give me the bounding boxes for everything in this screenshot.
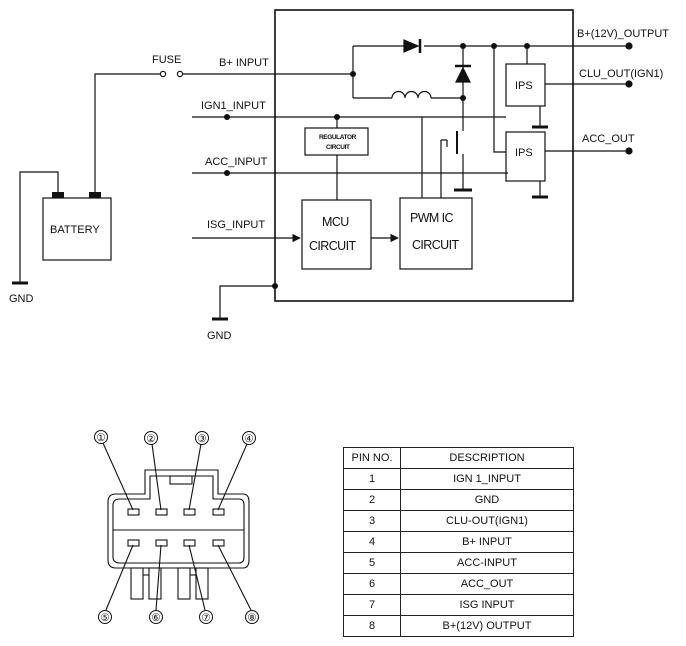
pin-callout-8: ⑧	[247, 612, 257, 624]
regulator-label-line2: CIRCUIT	[326, 144, 350, 151]
gnd-module-label: GND	[207, 330, 232, 342]
b-input-label: B+ INPUT	[219, 57, 269, 69]
b-output-label: B+(12V)_OUTPUT	[577, 28, 669, 40]
pin-number-cell: 1	[343, 468, 401, 490]
pin-callout-7: ⑦	[201, 612, 211, 624]
pin-callout-3: ③	[197, 433, 207, 445]
pin-description-cell: IGN 1_INPUT	[400, 468, 574, 490]
pin-callout-5: ⑤	[100, 612, 110, 624]
pin-callout-1: ①	[96, 432, 106, 444]
regulator-label-line1: REGULATOR	[319, 134, 357, 141]
pin-callout-2: ②	[146, 433, 156, 445]
pin-number-cell: 5	[343, 552, 401, 574]
pin-description-cell: CLU-OUT(IGN1)	[400, 510, 574, 532]
pin-description-cell: ISG INPUT	[400, 594, 574, 616]
pin-number-cell: 4	[343, 531, 401, 553]
ips-top-label: IPS	[515, 80, 533, 92]
isg-input-label: ISG_INPUT	[207, 219, 265, 231]
mcu-label-line2: CIRCUIT	[309, 239, 356, 253]
pwm-label-line1: PWM IC	[410, 211, 453, 225]
pin-description-cell: B+ INPUT	[400, 531, 574, 553]
ips-top-box	[505, 63, 546, 107]
pin-callout-4: ④	[244, 433, 254, 445]
battery-label: BATTERY	[50, 224, 100, 236]
pwm-box	[399, 197, 473, 270]
fuse-label: FUSE	[152, 54, 181, 66]
pin-description-cell: B+(12V) OUTPUT	[400, 615, 574, 637]
ips-bottom-label: IPS	[515, 147, 533, 159]
battery-box	[42, 197, 112, 261]
gnd-battery-label: GND	[9, 293, 34, 305]
acc-input-label: ACC_INPUT	[205, 156, 268, 168]
clu-out-label: CLU_OUT(IGN1)	[579, 68, 663, 80]
mcu-label-line1: MCU	[322, 215, 349, 229]
pin-callout-6: ⑥	[151, 612, 161, 624]
pwm-label-line2: CIRCUIT	[412, 238, 459, 252]
pin-number-cell: 7	[343, 594, 401, 616]
module-box	[274, 9, 574, 302]
ips-bottom-box	[505, 131, 546, 182]
mcu-box	[301, 199, 372, 270]
pin-number-cell: 3	[343, 510, 401, 532]
description-header: DESCRIPTION	[400, 447, 574, 469]
acc-out-label: ACC_OUT	[582, 133, 635, 145]
pin-number-cell: 2	[343, 489, 401, 511]
table-header-row: PIN NO. DESCRIPTION	[343, 447, 574, 469]
ign1-input-label: IGN1_INPUT	[201, 100, 266, 112]
pin-number-cell: 8	[343, 615, 401, 637]
pin-number-cell: 6	[343, 573, 401, 595]
pin-no-header: PIN NO.	[343, 447, 401, 469]
pin-description-cell: GND	[400, 489, 574, 511]
pin-description-cell: ACC_OUT	[400, 573, 574, 595]
pin-description-cell: ACC-INPUT	[400, 552, 574, 574]
connector-drawing	[102, 442, 252, 611]
